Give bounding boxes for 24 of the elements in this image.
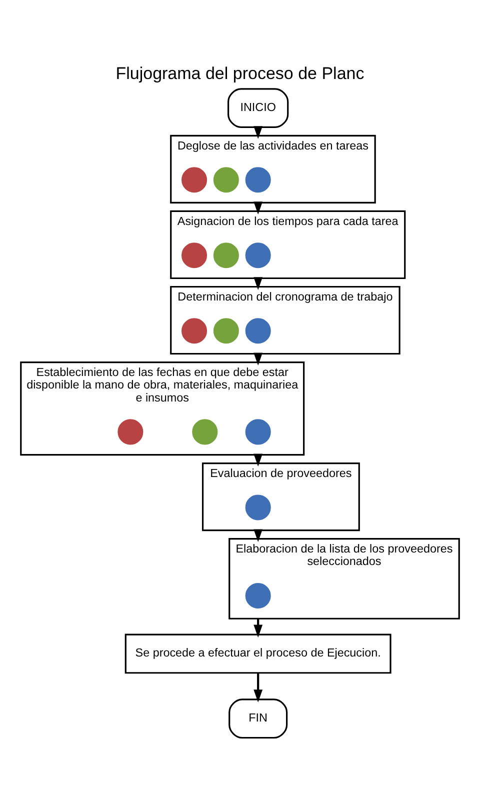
cluster: Elaboracion de la lista de los proveedores seleccionados: [228, 538, 460, 619]
node-circle: [245, 582, 271, 608]
cluster: Deglose de las actividades en tareas: [170, 134, 376, 204]
node-box: Se procede a efectuar el proceso de Ejecucion.: [124, 633, 392, 674]
node-box: FIN: [228, 698, 288, 738]
node-circle: [213, 242, 239, 268]
node-circle: [245, 418, 271, 444]
node-circle: [245, 494, 271, 520]
arrow: [254, 672, 263, 702]
node-circle: [245, 166, 271, 192]
cluster: Asignacion de los tiempos para cada tarea: [170, 210, 406, 279]
node-circle: [213, 318, 239, 344]
node-circle: [182, 318, 208, 344]
node-circle: [245, 318, 271, 344]
cluster: Evaluacion de proveedores: [202, 462, 360, 531]
node-circle: [192, 418, 218, 444]
node-circle: [182, 242, 208, 268]
diagram-title: Flujograma del proceso de Planc: [116, 64, 364, 83]
cluster: Establecimiento de las fechas en que debe estar disponible la mano de obra, materiales, maquinariea e insumos: [20, 360, 305, 456]
cluster: Determinacion del cronograma de trabajo: [170, 285, 400, 354]
node-circle: [245, 242, 271, 268]
node-circle: [118, 418, 144, 444]
node-circle: [182, 166, 208, 192]
node-circle: [213, 166, 239, 192]
